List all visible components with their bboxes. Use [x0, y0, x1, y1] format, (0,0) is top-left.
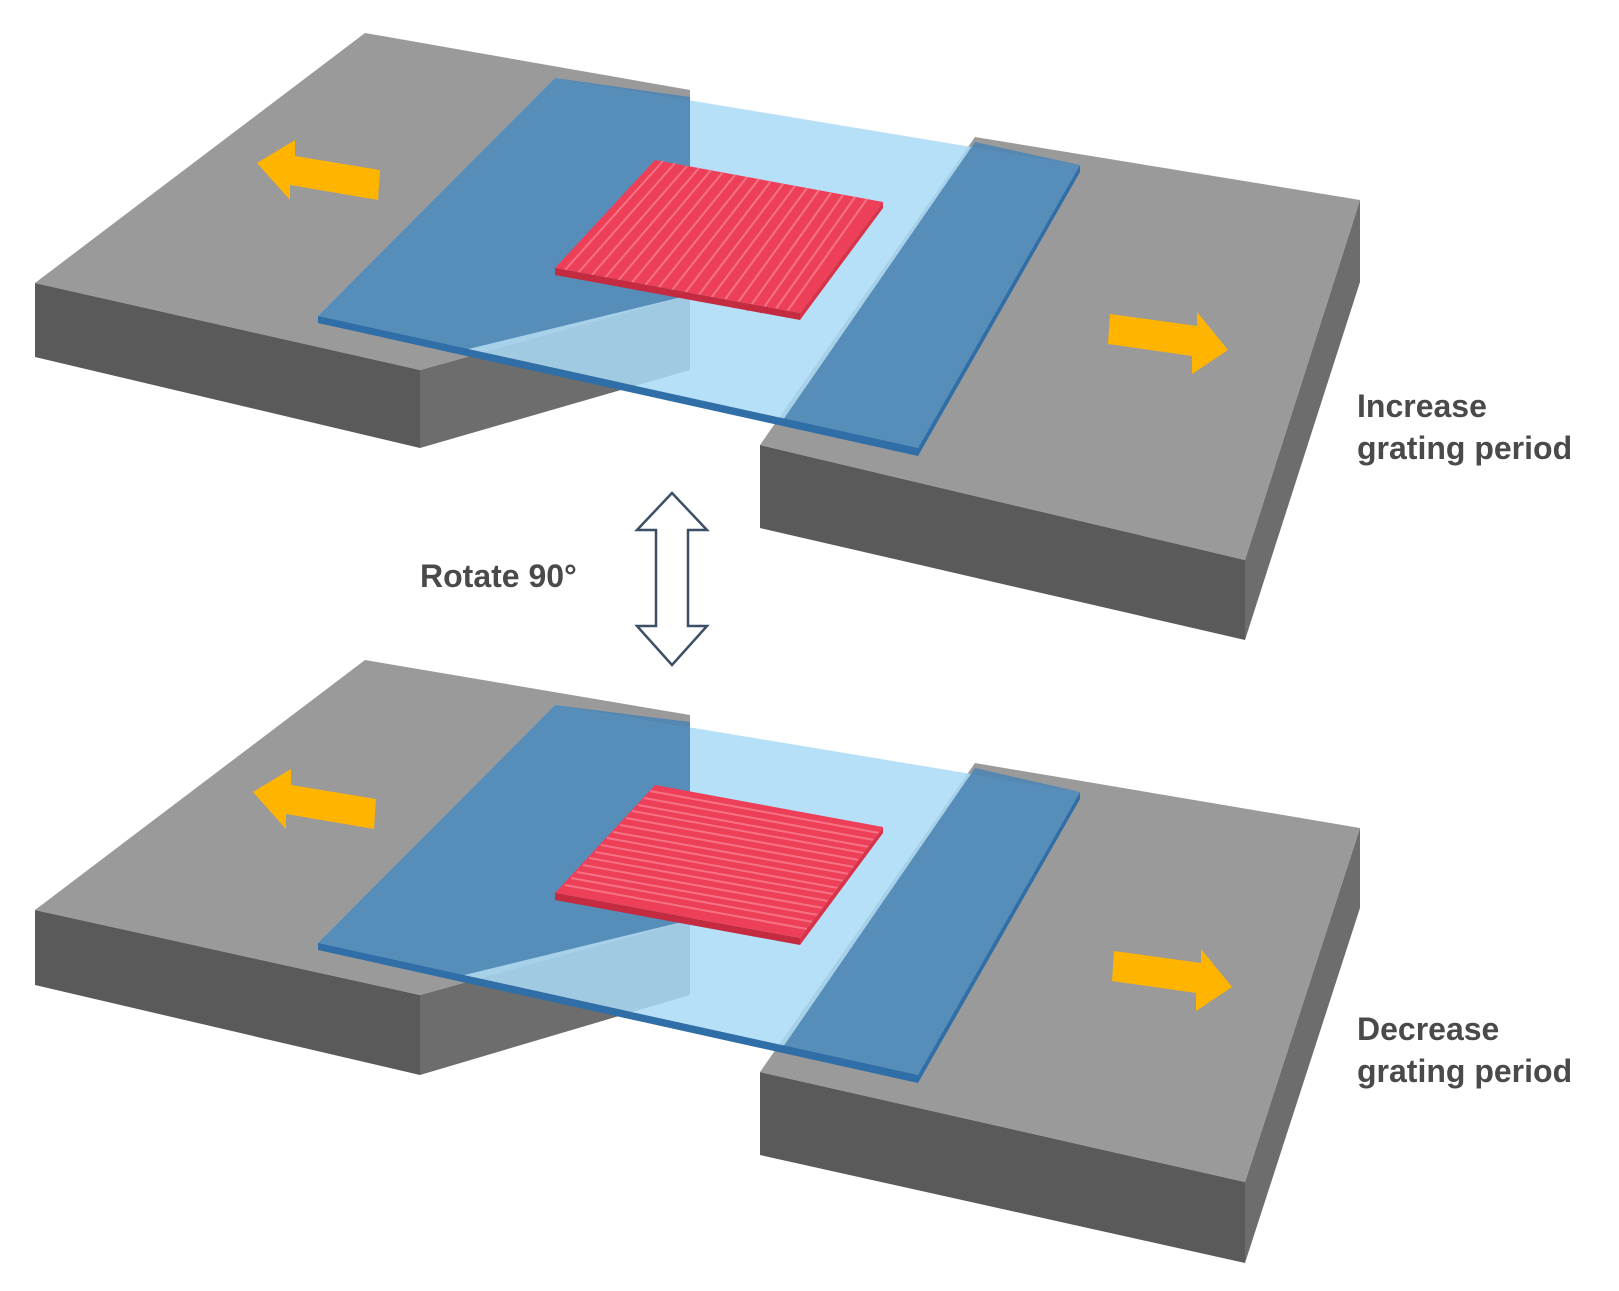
left-pull-arrow-icon — [257, 140, 380, 200]
label-line: Increase — [1357, 388, 1487, 424]
double-headed-arrow-icon — [634, 491, 710, 667]
bottom-assembly — [35, 660, 1360, 1263]
label-line: Decrease — [1357, 1011, 1500, 1047]
increase-grating-period-label: Increase grating period — [1357, 385, 1572, 469]
label-line: grating period — [1357, 1053, 1573, 1089]
grating-bottom — [555, 785, 883, 945]
top-assembly — [35, 33, 1360, 640]
right-pull-arrow-icon — [1108, 312, 1228, 374]
right-pull-arrow-icon — [1112, 949, 1232, 1011]
glass-substrate-top — [318, 78, 1080, 456]
left-pull-arrow-icon — [253, 769, 376, 829]
label-line: grating period — [1357, 430, 1573, 466]
decrease-grating-period-label: Decrease grating period — [1357, 1008, 1572, 1092]
grating-top — [555, 160, 883, 320]
rotate-label: Rotate 90° — [420, 558, 577, 594]
